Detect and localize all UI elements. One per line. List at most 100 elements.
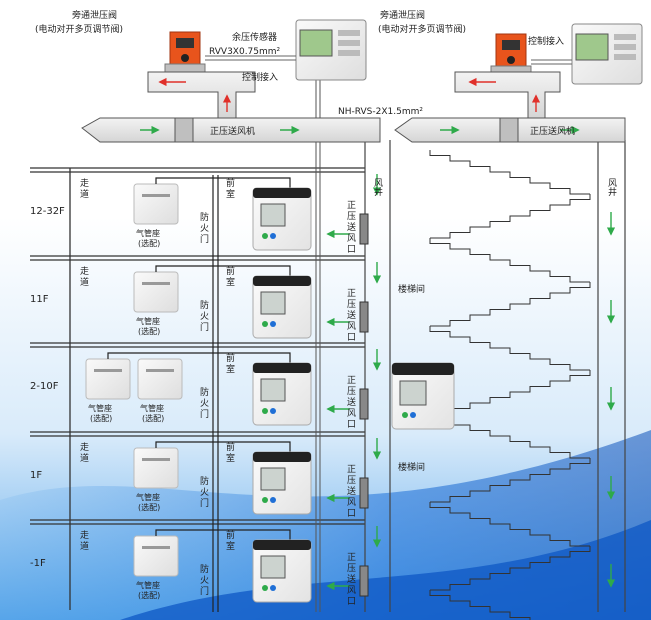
controller-screen	[260, 291, 286, 315]
air-port-label: 正压送风口	[347, 289, 356, 343]
riser-cables	[315, 60, 321, 612]
fan-label-right: 正压送风机	[530, 125, 575, 137]
air-shaft-label-right: 风井	[606, 178, 616, 196]
air-port-grille	[359, 213, 369, 245]
bus-cable-label: NH-RVS-2X1.5mm²	[338, 107, 423, 117]
floor-groups: 12-32F气管座(选配)走道前室防火门正压送风口11F气管座(选配)走道前室防…	[30, 174, 616, 607]
panel-marking	[146, 369, 174, 372]
pipe-seat-label: 气管座	[140, 403, 164, 413]
floor-1F: 1F 气管座(选配)	[30, 438, 616, 515]
air-port-grille	[359, 565, 369, 597]
signal-cable	[155, 529, 291, 542]
main-duct-right	[394, 117, 626, 143]
control-access-left: 控制接入	[242, 71, 278, 83]
stairwell-controller	[391, 362, 455, 430]
red-flow-arrows	[158, 77, 541, 112]
air-port-grille	[359, 477, 369, 509]
panel-marking	[142, 282, 170, 285]
fan-label-left: 正压送风机	[210, 125, 255, 137]
controller-led-green	[262, 408, 268, 414]
floor-label: 1F	[30, 470, 42, 481]
pressure-sensor-label: 余压传感器	[232, 31, 277, 43]
controller-screen	[260, 555, 286, 579]
pipe-seat-panel	[85, 358, 131, 400]
air-port-label: 正压送风口	[347, 553, 356, 607]
panel-marking	[142, 194, 170, 197]
pipe-seat-label: 气管座	[136, 580, 160, 590]
cable-spec-label: RVV3X0.75mm²	[209, 47, 281, 57]
controller-header	[253, 363, 311, 373]
control-cables	[205, 55, 572, 65]
pressure-sensor-controller-right	[571, 23, 643, 85]
controller-header	[253, 276, 311, 286]
controller-led-blue	[270, 585, 276, 591]
air-shaft-right	[597, 140, 626, 612]
controller-header	[253, 452, 311, 462]
floor--1F: -1F 气管座(选配)	[30, 526, 616, 603]
controller-screen	[260, 467, 286, 491]
bypass-valve-sub-left: (电动对开多页调节阀)	[35, 23, 123, 35]
pipe-seat-panel	[133, 271, 179, 313]
controller-header	[253, 540, 311, 550]
front-room-label: 前室	[226, 441, 235, 464]
front-room-label: 前室	[226, 177, 235, 200]
controller-led-green	[262, 321, 268, 327]
panel-marking	[142, 546, 170, 549]
corridor-label: 走道	[80, 530, 89, 552]
signal-cable	[155, 441, 291, 454]
controller-led-green	[262, 585, 268, 591]
bypass-valve-title-left: 旁通泄压阀	[72, 9, 117, 21]
floor-label: -1F	[30, 558, 46, 569]
pipe-seat-label: 气管座	[136, 316, 160, 326]
signal-cable	[155, 265, 291, 278]
bypass-valve-left	[164, 31, 206, 73]
pipe-seat-panel	[137, 358, 183, 400]
controller-led-green	[262, 233, 268, 239]
corridor-label: 走道	[80, 178, 89, 200]
optional-label: (选配)	[142, 413, 164, 423]
floor-label: 2-10F	[30, 381, 59, 392]
controller-screen	[260, 203, 286, 227]
floor-lines	[30, 167, 365, 610]
pressure-sensor-controller-left	[295, 19, 367, 81]
pipe-seat-panel	[133, 447, 179, 489]
controller-led-blue	[270, 233, 276, 239]
optional-label: (选配)	[138, 502, 160, 512]
pipe-seat-panel	[133, 183, 179, 225]
optional-label: (选配)	[90, 413, 112, 423]
air-shaft-label-left: 风井	[372, 178, 382, 196]
floor-label: 11F	[30, 294, 49, 305]
signal-cable	[107, 352, 291, 365]
bypass-valve-sub-right: (电动对开多页调节阀)	[378, 23, 466, 35]
stairwell-label-1: 楼梯间	[398, 283, 425, 295]
panel-marking	[94, 369, 122, 372]
optional-label: (选配)	[138, 326, 160, 336]
bypass-valve-right	[490, 33, 532, 75]
fire-door-label: 防火门	[200, 299, 209, 333]
pipe-seat-label: 气管座	[88, 403, 112, 413]
fire-door-label: 防火门	[200, 211, 209, 245]
panel-marking	[142, 458, 170, 461]
pipe-seat-panel	[133, 535, 179, 577]
controller-led-blue	[270, 321, 276, 327]
front-room-label: 前室	[226, 265, 235, 288]
air-port-grille	[359, 388, 369, 420]
pipe-seat-label: 气管座	[136, 492, 160, 502]
bypass-valve-title-right: 旁通泄压阀	[380, 9, 425, 21]
fire-door-label: 防火门	[200, 475, 209, 509]
air-port-grille	[359, 301, 369, 333]
corridor-label: 走道	[80, 442, 89, 464]
front-room-label: 前室	[226, 529, 235, 552]
pipe-seat-label: 气管座	[136, 228, 160, 238]
optional-label: (选配)	[138, 590, 160, 600]
fire-door-label: 防火门	[200, 386, 209, 420]
floor-label: 12-32F	[30, 206, 65, 217]
controller-led-blue	[270, 408, 276, 414]
signal-cable	[155, 177, 291, 190]
front-room-label: 前室	[226, 352, 235, 375]
staircase	[429, 150, 591, 620]
